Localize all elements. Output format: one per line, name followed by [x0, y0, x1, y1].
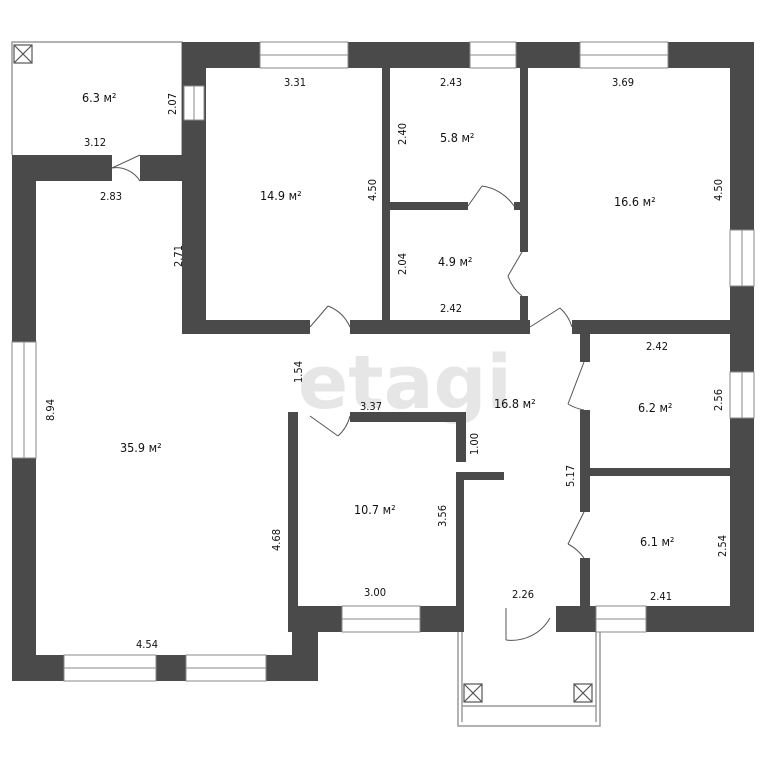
- dim-label: 2.41: [650, 590, 672, 603]
- door-swing: [529, 307, 573, 328]
- dim-label: 3.00: [364, 586, 386, 599]
- room-area-room-10-7: 10.7 м²: [354, 502, 396, 517]
- dim-label: 1.54: [292, 361, 305, 383]
- door-swing: [567, 361, 585, 411]
- dim-label: 4.68: [270, 529, 283, 551]
- room-area-room-6-2: 6.2 м²: [638, 400, 672, 415]
- room-area-room-6-1: 6.1 м²: [640, 534, 674, 549]
- door-swing: [567, 511, 585, 559]
- dim-label: 4.54: [136, 638, 158, 651]
- dim-label: 5.17: [564, 465, 577, 487]
- dim-label: 2.26: [512, 588, 534, 601]
- dim-label: 2.42: [646, 340, 668, 353]
- watermark-logo: etagi: [298, 340, 512, 426]
- dim-label: 4.50: [712, 179, 725, 201]
- room-area-small-2: 4.9 м²: [438, 254, 472, 269]
- ventilation-icon: [573, 683, 593, 703]
- room-area-balcony: 6.3 м²: [82, 90, 116, 105]
- dim-label: 4.50: [366, 179, 379, 201]
- ventilation-icon: [13, 44, 33, 64]
- dim-label: 2.42: [440, 302, 462, 315]
- dim-label: 2.07: [166, 93, 179, 115]
- dim-label: 3.69: [612, 76, 634, 89]
- door-swing: [507, 251, 523, 297]
- dim-label: 3.12: [84, 136, 106, 149]
- window-glass-lines: [23, 54, 743, 669]
- dim-label: 2.56: [712, 389, 725, 411]
- room-area-small-1: 5.8 м²: [440, 130, 474, 145]
- dim-label: 2.43: [440, 76, 462, 89]
- porch-outline: [457, 630, 601, 727]
- door-swing: [309, 305, 351, 328]
- dim-label: 3.37: [360, 400, 382, 413]
- door-swings: [111, 154, 585, 641]
- ventilation-icon: [463, 683, 483, 703]
- dim-label: 3.56: [436, 505, 449, 527]
- dim-label: 2.04: [396, 253, 409, 275]
- dim-label: 8.94: [44, 399, 57, 421]
- dim-label: 2.40: [396, 123, 409, 145]
- dim-label: 2.54: [716, 535, 729, 557]
- door-swing: [505, 608, 551, 641]
- room-area-hall: 16.8 м²: [494, 396, 536, 411]
- door-swing: [111, 154, 141, 182]
- room-area-bedroom-1: 14.9 м²: [260, 188, 302, 203]
- dim-label: 2.83: [100, 190, 122, 203]
- door-swing: [309, 415, 351, 437]
- door-swing: [467, 185, 515, 207]
- dim-label: 2.71: [172, 245, 185, 267]
- dim-label: 3.31: [284, 76, 306, 89]
- room-area-living: 35.9 м²: [120, 440, 162, 455]
- dim-label: 1.00: [468, 433, 481, 455]
- room-area-bedroom-2: 16.6 м²: [614, 194, 656, 209]
